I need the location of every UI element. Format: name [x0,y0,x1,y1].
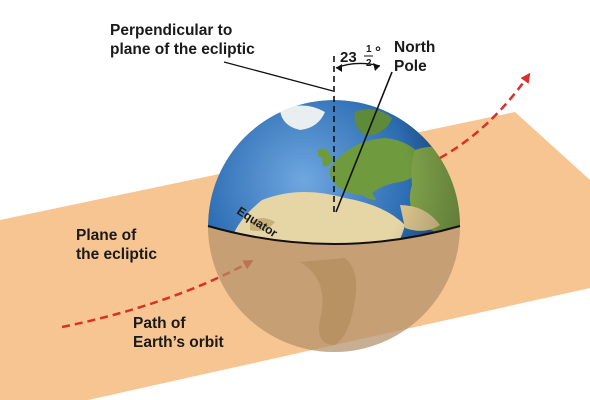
plane-label-line1: Plane of [76,227,137,244]
tilt-fraction-numerator: 1 [366,44,372,55]
perpendicular-leader-line [223,61,334,92]
perpendicular-label-line1: Perpendicular to [110,22,232,39]
orbit-path-label-line2: Earth’s orbit [133,334,224,351]
tilt-degrees-label: 23 [340,49,357,66]
plane-label-line2: the ecliptic [76,246,157,263]
globe-lower-half [208,226,460,352]
orbit-path-label-line1: Path of [133,315,186,332]
north-pole-label-line1: North [394,39,435,56]
rotation-axis-line [335,71,393,213]
tilt-fraction-denominator: 2 [366,58,372,69]
equator-line [207,225,461,245]
perpendicular-label-line2: plane of the ecliptic [110,41,255,58]
orbit-path-right [439,72,531,160]
north-pole-label-line2: Pole [394,58,427,75]
tilt-degree-sign: ° [375,44,381,61]
